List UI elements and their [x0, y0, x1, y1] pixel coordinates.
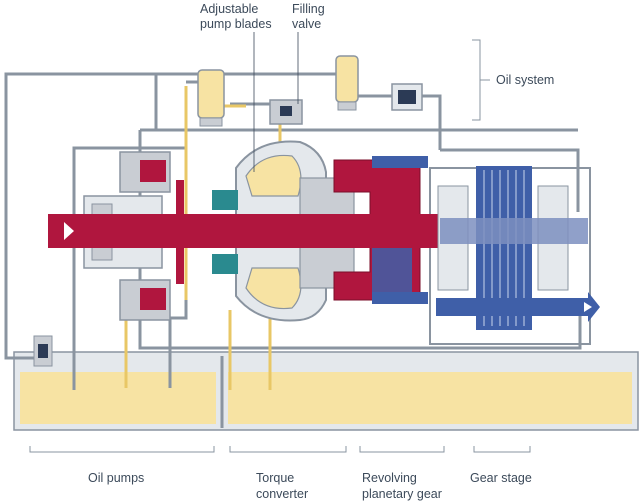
- label-planetary-line2: planetary gear: [362, 487, 442, 501]
- label-filling-valve: Filling valve: [292, 2, 325, 104]
- label-torque-line2: converter: [256, 487, 308, 501]
- filling-valve-body: [269, 99, 303, 125]
- label-filling-line1: Filling: [292, 2, 325, 16]
- gear-stage: [436, 166, 600, 330]
- label-oil-system-text: Oil system: [496, 73, 554, 87]
- label-oil-pumps: Oil pumps: [29, 446, 215, 485]
- label-adjustable-line2: pump blades: [200, 17, 272, 31]
- label-adjustable-pump-blades: Adjustable pump blades: [200, 2, 272, 172]
- label-oil-system: Oil system: [472, 39, 554, 121]
- label-filling-line2: valve: [292, 17, 321, 31]
- label-adjustable-line1: Adjustable: [200, 2, 258, 16]
- label-gear-stage: Gear stage: [470, 446, 532, 485]
- oil-sump: [13, 351, 639, 431]
- oil-filter-right: [335, 55, 359, 111]
- label-planetary-line1: Revolving: [362, 471, 417, 485]
- label-torque-line1: Torque: [256, 471, 294, 485]
- input-shaft: [48, 180, 448, 284]
- label-gear-stage-text: Gear stage: [470, 471, 532, 485]
- oil-filter-left: [197, 69, 225, 127]
- label-oil-pumps-text: Oil pumps: [88, 471, 144, 485]
- sump-pump: [33, 335, 53, 367]
- oil-cooler: [391, 83, 423, 111]
- label-torque-converter: Torque converter: [229, 446, 347, 501]
- oil-pump-lower: [119, 279, 171, 321]
- label-planetary-gear: Revolving planetary gear: [359, 446, 445, 501]
- oil-pump-upper: [119, 151, 171, 193]
